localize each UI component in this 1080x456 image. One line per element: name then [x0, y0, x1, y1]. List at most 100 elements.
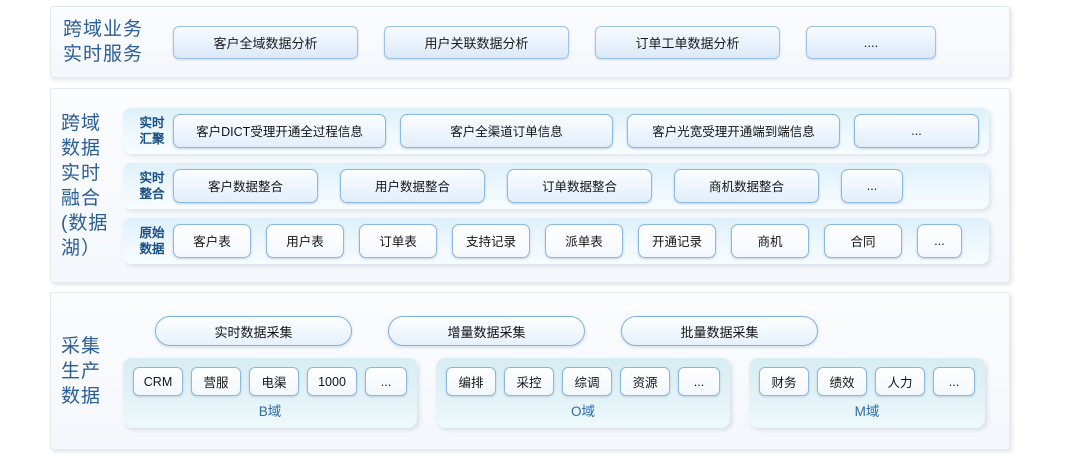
integration-item[interactable]: 商机数据整合 — [674, 168, 819, 203]
domain-m-item[interactable]: 人力 — [875, 367, 925, 396]
domain-b-item-label: CRM — [143, 374, 173, 389]
service-item-more[interactable]: .... — [806, 25, 936, 59]
aggregation-item[interactable]: 客户DICT受理开通全过程信息 — [173, 113, 386, 148]
raw-data-item-label: 用户表 — [286, 235, 324, 249]
raw-data-item-label: ... — [934, 233, 945, 248]
raw-data-item-label: 合同 — [850, 235, 876, 249]
raw-data-item[interactable]: 用户表 — [266, 223, 344, 258]
raw-data-item-more[interactable]: ... — [917, 223, 962, 258]
domain-m-item-label: 人力 — [887, 376, 913, 390]
raw-data-item[interactable]: 开通记录 — [638, 223, 716, 258]
raw-data-item[interactable]: 支持记录 — [452, 223, 530, 258]
domain-m-item-label: ... — [948, 374, 960, 389]
integration-item-label: 客户数据整合 — [207, 180, 283, 194]
section-service-label: 跨域业务 实时服务 — [63, 19, 144, 65]
domain-o-item-label: 资源 — [632, 376, 658, 390]
raw-data-item-label: 支持记录 — [465, 235, 516, 249]
service-item[interactable]: 客户全域数据分析 — [173, 25, 358, 59]
raw-data-item-label: 客户表 — [193, 235, 231, 249]
integration-item[interactable]: 客户数据整合 — [173, 168, 318, 203]
aggregation-item-list: 客户DICT受理开通全过程信息 客户全渠道订单信息 客户光宽受理开通端到端信息 … — [173, 113, 979, 148]
domain-b-item-more[interactable]: ... — [365, 367, 407, 396]
domain-m-item-list: 财务 绩效 人力 ... — [759, 367, 975, 396]
service-item[interactable]: 订单工单数据分析 — [595, 25, 780, 59]
raw-data-item[interactable]: 商机 — [731, 223, 809, 258]
integration-item-label: 订单数据整合 — [541, 180, 617, 194]
aggregation-item-more[interactable]: ... — [854, 113, 979, 148]
domain-b-item-label: 电渠 — [261, 376, 287, 390]
domain-b-item-label: 1000 — [318, 374, 346, 389]
domain-b-item-label: 营服 — [203, 376, 229, 390]
integration-item[interactable]: 用户数据整合 — [340, 168, 485, 203]
raw-data-item-label: 派单表 — [565, 235, 603, 249]
row-tag-integration: 实时 整合 — [139, 170, 165, 201]
row-tag-aggregation: 实时 汇聚 — [139, 115, 165, 146]
aggregation-item-label: ... — [911, 123, 922, 138]
section-fusion-label: 跨域 数据 实时 融合 (数据 湖） — [61, 112, 109, 259]
row-tag-raw-data: 原始 数据 — [139, 225, 165, 256]
raw-data-item[interactable]: 客户表 — [173, 223, 251, 258]
integration-item-label: 商机数据整合 — [708, 180, 784, 194]
domain-m-item-label: 财务 — [771, 376, 797, 390]
fusion-row-list: 实时 汇聚 客户DICT受理开通全过程信息 客户全渠道订单信息 客户光宽受理开通… — [123, 107, 989, 264]
domain-o-item[interactable]: 资源 — [620, 367, 670, 396]
domain-o-item-label: 编排 — [458, 376, 484, 390]
raw-data-item[interactable]: 订单表 — [359, 223, 437, 258]
domain-group-b: CRM 营服 电渠 1000 ... — [123, 358, 417, 428]
domain-o-item[interactable]: 采控 — [504, 367, 554, 396]
domain-group-m: 财务 绩效 人力 ... M域 — [749, 358, 985, 428]
domain-o-item-label: 综调 — [574, 376, 600, 390]
collection-mode-label: 实时数据采集 — [214, 324, 293, 340]
raw-data-item-list: 客户表 用户表 订单表 支持记录 派单表 开通记录 — [173, 223, 962, 258]
fusion-row-aggregation: 实时 汇聚 客户DICT受理开通全过程信息 客户全渠道订单信息 客户光宽受理开通… — [123, 107, 989, 154]
collect-body: 实时数据采集 增量数据采集 批量数据采集 CRM — [123, 314, 985, 428]
domain-m-item[interactable]: 财务 — [759, 367, 809, 396]
aggregation-item[interactable]: 客户光宽受理开通端到端信息 — [627, 113, 840, 148]
collection-mode-batch[interactable]: 批量数据采集 — [621, 316, 818, 346]
domain-m-item[interactable]: 绩效 — [817, 367, 867, 396]
integration-item-label: ... — [866, 178, 878, 193]
integration-item[interactable]: 订单数据整合 — [507, 168, 652, 203]
service-item[interactable]: 用户关联数据分析 — [384, 25, 569, 59]
domain-m-item-label: 绩效 — [829, 376, 855, 390]
collection-mode-label: 批量数据采集 — [680, 324, 759, 340]
aggregation-item[interactable]: 客户全渠道订单信息 — [400, 113, 613, 148]
section-data-fusion: 跨域 数据 实时 融合 (数据 湖） 实时 汇聚 客户DICT受理开通全过程信息… — [50, 88, 1010, 283]
aggregation-item-label: 客户全渠道订单信息 — [450, 125, 563, 139]
section-data-collection: 采集 生产 数据 实时数据采集 增量数据采集 批量数据采集 — [50, 292, 1010, 450]
service-item-label: 订单工单数据分析 — [635, 35, 740, 51]
service-item-list: 客户全域数据分析 用户关联数据分析 订单工单数据分析 .... — [171, 25, 936, 59]
domain-b-item[interactable]: 电渠 — [249, 367, 299, 396]
domain-b-item-label: ... — [380, 374, 392, 389]
raw-data-item[interactable]: 合同 — [824, 223, 902, 258]
aggregation-item-label: 客户光宽受理开通端到端信息 — [652, 125, 815, 139]
integration-item-label: 用户数据整合 — [374, 180, 450, 194]
domain-b-item[interactable]: 营服 — [191, 367, 241, 396]
domain-b-item[interactable]: 1000 — [307, 367, 357, 396]
raw-data-item[interactable]: 派单表 — [545, 223, 623, 258]
raw-data-item-label: 开通记录 — [651, 235, 702, 249]
collection-mode-incremental[interactable]: 增量数据采集 — [388, 316, 585, 346]
integration-item-more[interactable]: ... — [841, 168, 903, 203]
fusion-row-integration: 实时 整合 客户数据整合 用户数据整合 订单数据整合 商机数据整合 — [123, 162, 989, 209]
domain-m-item-more[interactable]: ... — [933, 367, 975, 396]
service-item-label: 用户关联数据分析 — [424, 35, 529, 51]
collection-mode-realtime[interactable]: 实时数据采集 — [155, 316, 352, 346]
collection-mode-label: 增量数据采集 — [447, 324, 526, 340]
domain-group-o: 编排 采控 综调 资源 ... — [436, 358, 730, 428]
collection-mode-list: 实时数据采集 增量数据采集 批量数据采集 — [123, 316, 985, 346]
raw-data-item-label: 订单表 — [379, 235, 417, 249]
domain-o-item-list: 编排 采控 综调 资源 ... — [446, 367, 720, 396]
domain-b-item[interactable]: CRM — [133, 367, 183, 396]
service-item-label: 客户全域数据分析 — [213, 35, 318, 51]
domain-o-item[interactable]: 综调 — [562, 367, 612, 396]
raw-data-item-label: 商机 — [757, 235, 783, 249]
integration-item-list: 客户数据整合 用户数据整合 订单数据整合 商机数据整合 ... — [173, 168, 903, 203]
domain-o-item-label: 采控 — [516, 376, 542, 390]
domain-o-label: O域 — [570, 404, 595, 419]
aggregation-item-label: 客户DICT受理开通全过程信息 — [196, 125, 363, 139]
domain-o-item-more[interactable]: ... — [678, 367, 720, 396]
section-collect-label: 采集 生产 数据 — [61, 335, 102, 407]
domain-o-item[interactable]: 编排 — [446, 367, 496, 396]
